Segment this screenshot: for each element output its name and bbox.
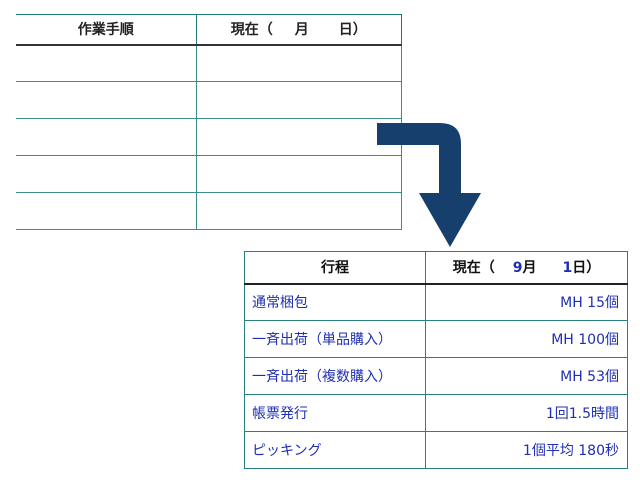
header-day-unit: 日） <box>572 260 601 277</box>
header-day-value: 1 <box>562 260 573 277</box>
process-value-cell: MH 53個 <box>425 357 628 395</box>
header-month-unit: 月 <box>522 260 537 277</box>
table-cell[interactable] <box>16 44 197 82</box>
table-row <box>16 118 402 156</box>
table-cell[interactable] <box>16 81 197 119</box>
header-prefix: 現在（ <box>230 22 273 39</box>
table-row <box>16 81 402 119</box>
table-row <box>16 155 402 193</box>
process-name-cell: 一斉出荷（複数購入） <box>244 357 426 395</box>
table-cell[interactable] <box>16 155 197 193</box>
header-month-value: 9 <box>512 260 523 277</box>
process-name-cell: ピッキング <box>244 431 426 469</box>
table-header-row: 作業手順 現在（ 月 日） <box>16 14 402 46</box>
process-value-cell: 1個平均 180秒 <box>425 431 628 469</box>
table-row: 一斉出荷（複数購入） MH 53個 <box>244 357 628 395</box>
arrow-shape <box>377 123 481 247</box>
table-row <box>16 192 402 230</box>
process-time-table: 行程 現在（ 9月 1日） 通常梱包 MH 15個 一斉出荷（単品購入） MH 10… <box>244 251 628 469</box>
header-prefix: 現在（ <box>452 260 495 277</box>
table-cell[interactable] <box>196 155 402 193</box>
column-header-task: 作業手順 <box>16 14 197 46</box>
process-value-cell: MH 100個 <box>425 320 628 358</box>
table-header-row: 行程 現在（ 9月 1日） <box>244 251 628 285</box>
process-name-cell: 一斉出荷（単品購入） <box>244 320 426 358</box>
header-day-unit: 日） <box>338 22 367 39</box>
column-header-current: 現在（ 月 日） <box>196 14 402 46</box>
table-cell[interactable] <box>16 118 197 156</box>
process-value-cell: MH 15個 <box>425 283 628 321</box>
table-row <box>16 44 402 82</box>
header-month-unit: 月 <box>294 22 309 39</box>
table-row: 通常梱包 MH 15個 <box>244 283 628 321</box>
table-cell[interactable] <box>196 118 402 156</box>
empty-template-table: 作業手順 現在（ 月 日） <box>16 14 402 230</box>
table-row: ピッキング 1個平均 180秒 <box>244 431 628 469</box>
column-header-current: 現在（ 9月 1日） <box>425 251 628 285</box>
table-row: 一斉出荷（単品購入） MH 100個 <box>244 320 628 358</box>
table-row: 帳票発行 1回1.5時間 <box>244 394 628 432</box>
table-cell[interactable] <box>16 192 197 230</box>
process-name-cell: 帳票発行 <box>244 394 426 432</box>
table-cell[interactable] <box>196 81 402 119</box>
process-value-cell: 1回1.5時間 <box>425 394 628 432</box>
column-header-process: 行程 <box>244 251 426 285</box>
table-cell[interactable] <box>196 192 402 230</box>
process-name-cell: 通常梱包 <box>244 283 426 321</box>
table-cell[interactable] <box>196 44 402 82</box>
